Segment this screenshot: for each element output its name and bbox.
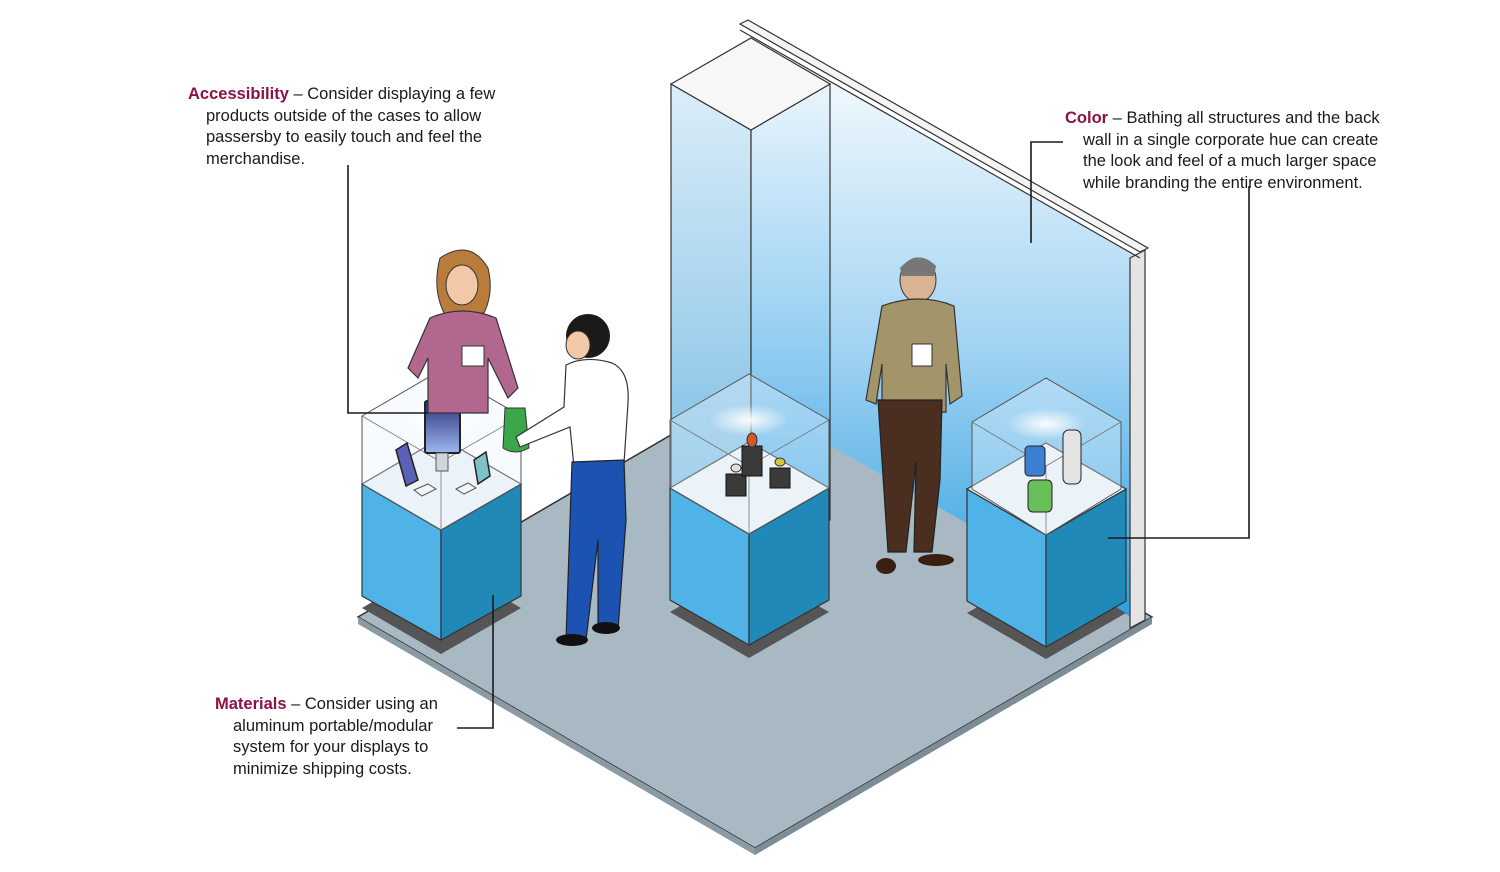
display-case-tablets: [360, 369, 523, 654]
materials-text-line: minimize shipping costs.: [233, 759, 412, 778]
callout-accessibility: Accessibility – Consider displaying a fe…: [188, 84, 528, 170]
color-text-line: wall in a single corporate hue can creat…: [1083, 130, 1379, 149]
materials-leader-line: [457, 595, 494, 729]
color-heading: Color: [1065, 109, 1109, 127]
man-attendee: [865, 257, 963, 574]
accessibility-text-line: products outside of the cases to allow: [206, 106, 482, 125]
accessibility-leader-line: [347, 165, 428, 414]
materials-heading: Materials: [215, 695, 287, 713]
color-leader-line-lower: [1108, 186, 1250, 539]
materials-text-line: aluminum portable/modular: [233, 716, 433, 735]
callout-color: Color – Bathing all structures and the b…: [1065, 108, 1415, 194]
color-text-line: the look and feel of a much larger space: [1083, 152, 1377, 170]
materials-text-line: – Consider using an: [286, 695, 438, 713]
color-text-line: – Bathing all structures and the back: [1108, 109, 1380, 127]
display-case-jewelry: [668, 373, 831, 658]
color-text-line: while branding the entire environment.: [1083, 173, 1363, 192]
booth-staff-woman: [515, 314, 629, 646]
accessibility-text-line: merchandise.: [206, 149, 306, 168]
accessibility-heading: Accessibility: [188, 85, 289, 103]
accessibility-text-line: – Consider displaying a few: [288, 85, 496, 103]
materials-text-line: system for your displays to: [233, 738, 429, 756]
color-leader-line: [1030, 141, 1063, 243]
display-tower: [669, 37, 832, 562]
callout-materials: Materials – Consider using an aluminum p…: [215, 694, 485, 780]
display-case-products: [965, 377, 1128, 659]
accessibility-text-line: passersby to easily touch and feel the: [206, 128, 483, 146]
leader-lines: [347, 141, 1250, 729]
